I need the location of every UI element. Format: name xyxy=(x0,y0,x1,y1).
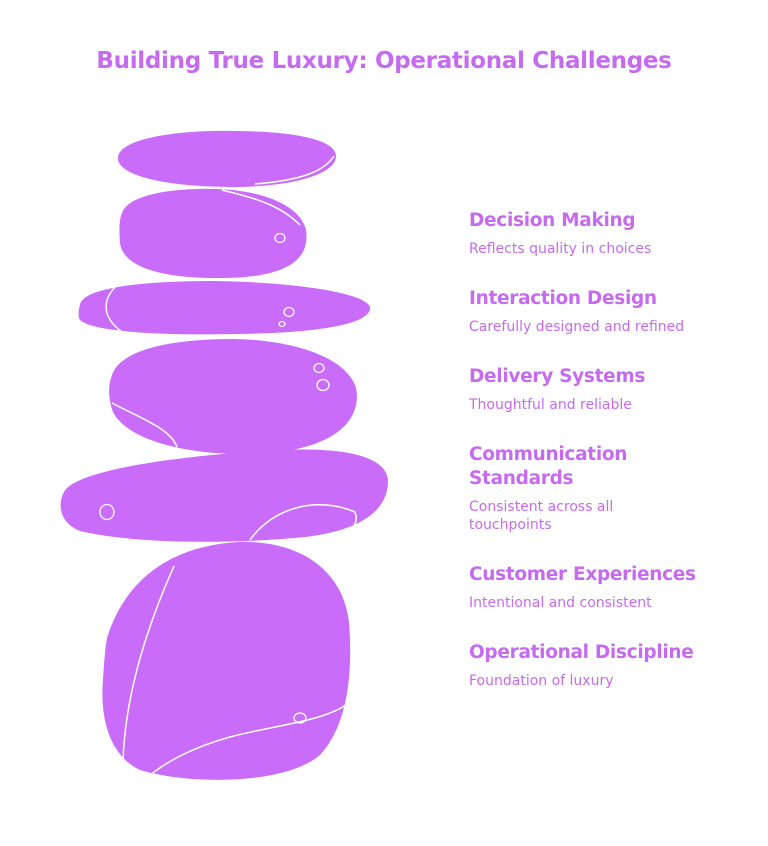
stone-customer-experiences xyxy=(60,449,388,546)
stone-interaction-design xyxy=(119,188,307,279)
stone-communication-standards xyxy=(109,339,357,455)
pebble-mark xyxy=(274,232,286,244)
stage-delivery-systems: Delivery Systems Thoughtful and reliable xyxy=(469,365,729,414)
stone-delivery-systems xyxy=(78,281,371,335)
pebble-mark xyxy=(313,362,325,374)
pebble-mark xyxy=(293,712,307,724)
stage-description: Consistent across all touchpoints xyxy=(469,499,614,533)
pebble-mark xyxy=(316,378,330,392)
stage-communication-standards: Communication Standards Consistent acros… xyxy=(469,443,659,534)
stage-title: Interaction Design xyxy=(469,288,657,309)
stage-description: Carefully designed and refined xyxy=(469,319,685,335)
stage-description: Reflects quality in choices xyxy=(469,241,652,257)
stage-description: Intentional and consistent xyxy=(469,595,652,611)
stage-operational-discipline: Operational Discipline Foundation of lux… xyxy=(469,641,729,690)
stage-title: Customer Experiences xyxy=(469,564,696,585)
stage-title: Communication Standards xyxy=(469,444,628,489)
pebble-mark xyxy=(278,320,286,328)
stage-title: Delivery Systems xyxy=(469,366,646,387)
stone-decision-making xyxy=(117,130,336,187)
stage-interaction-design: Interaction Design Carefully designed an… xyxy=(469,287,729,336)
stage-title: Operational Discipline xyxy=(469,642,694,663)
stage-title: Decision Making xyxy=(469,210,636,231)
stone-operational-discipline xyxy=(102,541,351,781)
stage-description: Thoughtful and reliable xyxy=(469,397,632,413)
stage-customer-experiences: Customer Experiences Intentional and con… xyxy=(469,563,729,612)
stage-decision-making: Decision Making Reflects quality in choi… xyxy=(469,209,729,258)
page-title: Building True Luxury: Operational Challe… xyxy=(96,48,672,74)
stage-description: Foundation of luxury xyxy=(469,673,614,689)
pebble-mark xyxy=(283,306,295,318)
pebble-mark xyxy=(99,503,115,521)
